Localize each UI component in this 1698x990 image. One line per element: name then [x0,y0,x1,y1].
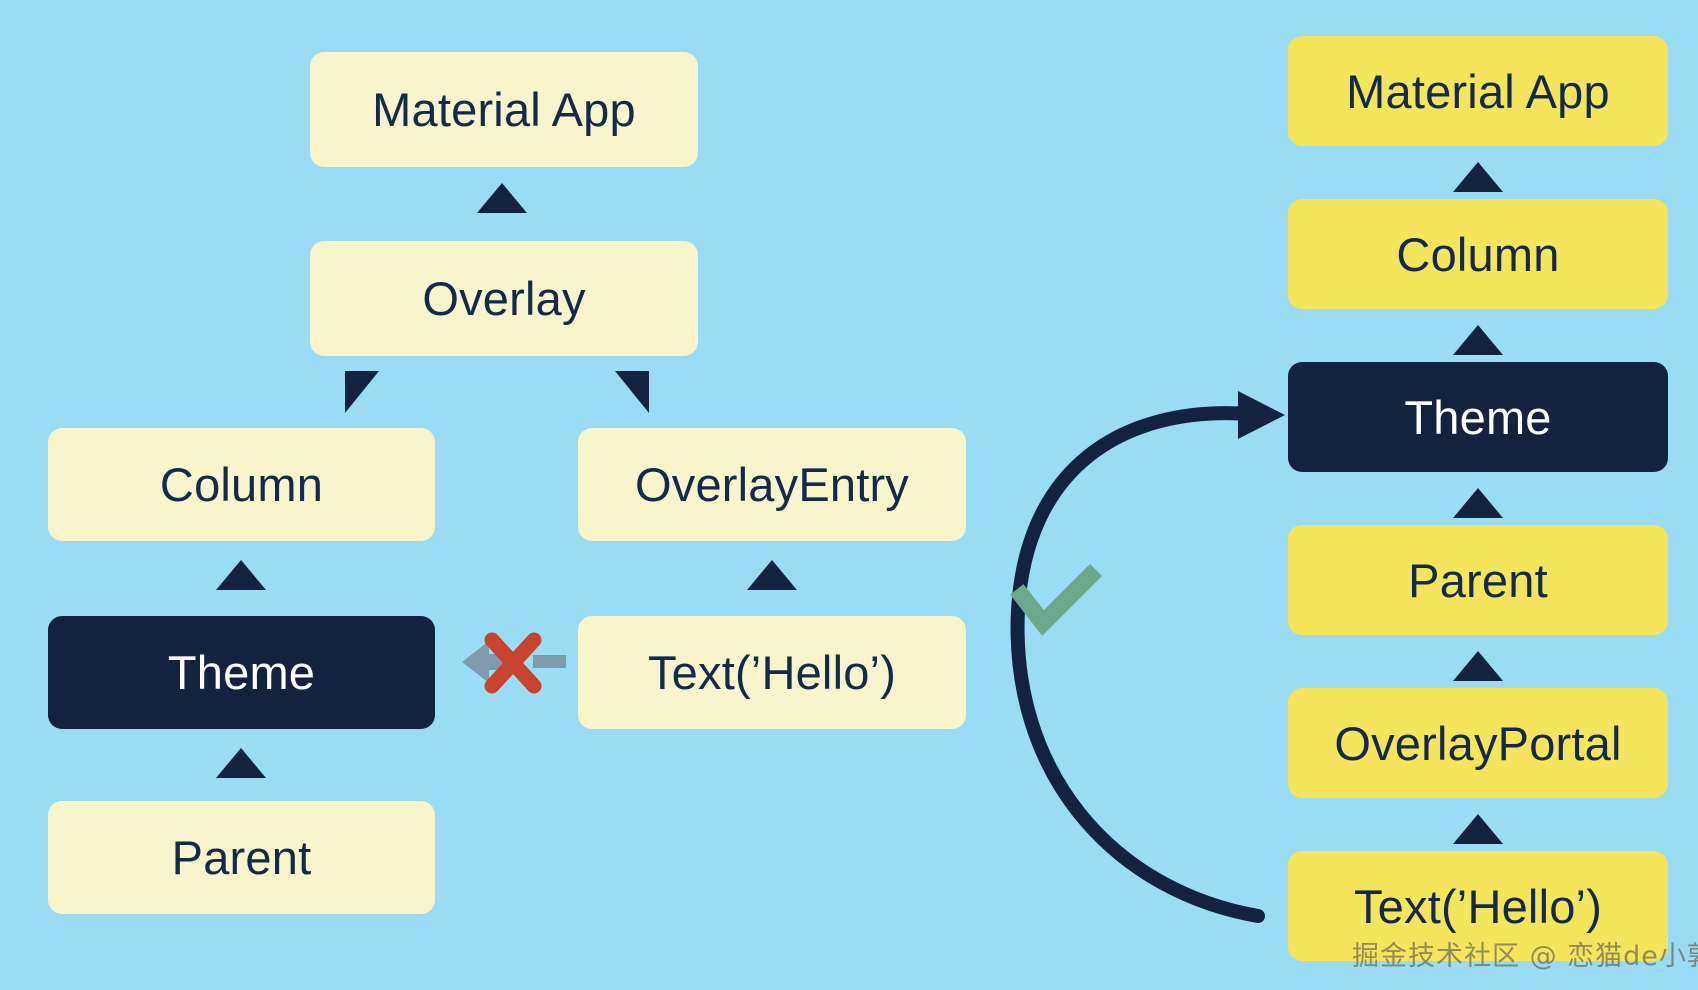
node-material-app-right[interactable]: Material App [1288,36,1668,146]
node-label: Theme [167,646,316,699]
arrow-up-icon [216,748,266,778]
arrow-up-icon [1453,488,1503,518]
red-cross-icon [484,632,542,694]
arrow-up-icon [1453,814,1503,844]
watermark: 掘金技术社区 @ 恋猫de小郭 [1352,941,1698,972]
curve-arrowhead-icon [1238,391,1285,439]
arrow-branch-right-icon [615,371,649,413]
arrow-up-icon [477,183,527,213]
node-label: Material App [1346,64,1610,118]
node-overlay[interactable]: Overlay [310,241,698,356]
node-label: OverlayEntry [634,458,910,511]
node-theme-left[interactable]: Theme [48,616,435,729]
node-overlay-entry[interactable]: OverlayEntry [578,428,966,541]
arrow-up-icon [747,560,797,590]
node-material-app[interactable]: Material App [310,52,698,167]
arrow-up-icon [1453,162,1503,192]
node-overlay-portal-right[interactable]: OverlayPortal [1288,688,1668,798]
node-label: Text(’Hello’) [647,646,897,699]
node-label: Overlay [422,272,586,325]
node-label: OverlayPortal [1334,716,1622,770]
curve-path [1010,406,1265,923]
node-parent-left[interactable]: Parent [48,801,435,914]
node-label: Column [159,458,324,511]
node-text-hello-right[interactable]: Text(’Hello’) [1288,851,1668,961]
node-parent-right[interactable]: Parent [1288,525,1668,635]
arrow-up-icon [216,560,266,590]
node-theme-right[interactable]: Theme [1288,362,1668,472]
arrow-up-icon [1453,651,1503,681]
node-label: Theme [1404,390,1552,444]
node-text-hello-left[interactable]: Text(’Hello’) [578,616,966,729]
node-column-right[interactable]: Column [1288,199,1668,309]
node-label: Parent [1408,553,1548,607]
node-column[interactable]: Column [48,428,435,541]
arrow-up-icon [1453,325,1503,355]
green-check-icon [1010,563,1103,636]
node-label: Text(’Hello’) [1353,879,1603,933]
gray-left-arrow-icon [462,641,566,683]
node-label: Parent [171,831,312,884]
node-label: Material App [372,83,636,136]
node-label: Column [1396,227,1560,281]
arrow-branch-left-icon [345,371,379,413]
